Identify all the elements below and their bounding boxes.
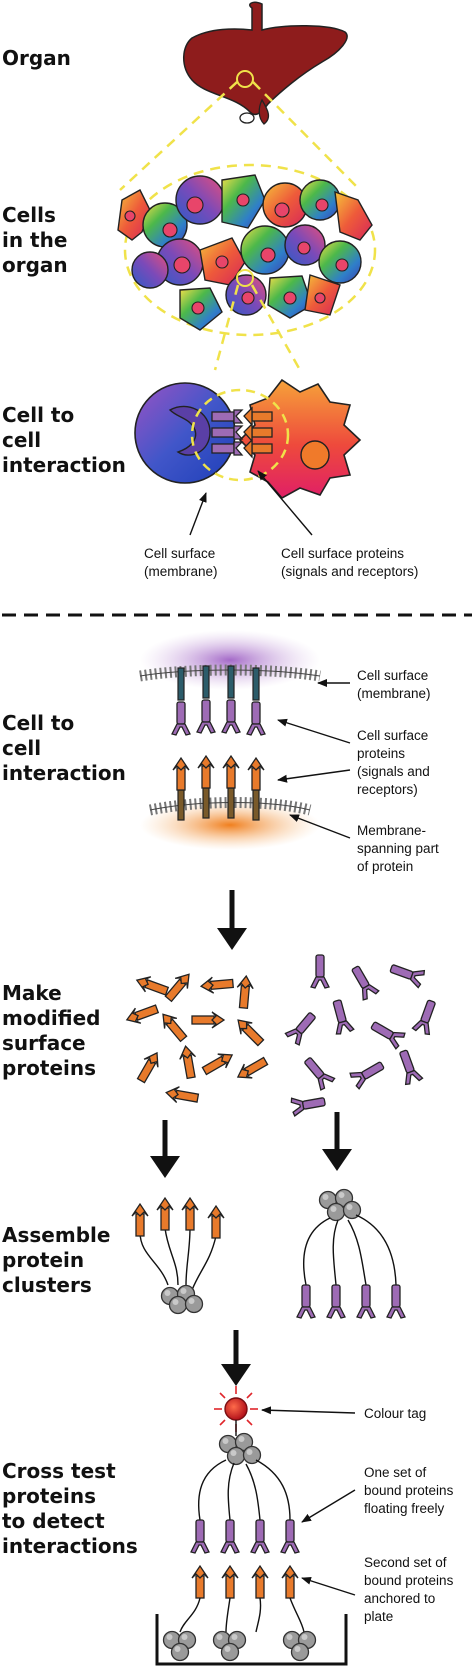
cell-interaction-illustration [134,378,362,536]
callout-detail-proteins: Cell surface proteins (signals and recep… [357,728,430,797]
callout-anchored-line-1: Second set of [364,1555,447,1570]
callout-detail-membrane: Cell surface (membrane) [357,668,431,701]
callout-colour-tag: Colour tag [364,1406,426,1421]
callout-floating-line-1: One set of [364,1465,427,1480]
heading-cross-test: Cross test proteins to detect interactio… [2,1459,138,1558]
heading-interaction-detail-line-1: Cell to [2,711,74,735]
heading-make-proteins: Make modified surface proteins [2,981,100,1080]
flow-arrow-2 [221,1330,251,1386]
callout-detail-proteins-line-3: (signals and [357,764,430,779]
organ-liver-illustration [119,1,361,191]
callout-top-proteins-line-1: Cell surface proteins [281,546,404,561]
heading-cells-in-organ: Cells in the organ [2,203,68,277]
callout-top-membrane-line-1: Cell surface [144,546,215,561]
plate [155,1614,348,1666]
heading-cross-line-3: to detect [2,1509,105,1533]
heading-interaction-top-line-1: Cell to [2,403,74,427]
callout-floating: One set of bound proteins floating freel… [364,1465,454,1516]
heading-assemble-clusters: Assemble protein clusters [2,1223,110,1297]
heading-assemble-line-2: protein [2,1248,84,1272]
heading-assemble-line-3: clusters [2,1273,92,1297]
heading-organ-line: Organ [2,46,71,70]
callout-detail-proteins-line-4: receptors) [357,782,418,797]
membrane-detail-illustration [139,630,351,850]
heading-make-line-2: modified [2,1006,100,1030]
callout-detail-proteins-line-2: proteins [357,746,405,761]
heading-cells-line-1: Cells [2,203,56,227]
callout-detail-membrane-line-1: Cell surface [357,668,428,683]
receptor-protein-cluster [296,1188,406,1319]
callout-spanning-line-1: Membrane- [357,823,426,838]
scattered-signal-proteins [123,968,271,1107]
callout-top-membrane: Cell surface (membrane) [144,546,218,579]
callout-detail-proteins-line-1: Cell surface [357,728,428,743]
callout-spanning-line-3: of protein [357,859,413,874]
scattered-receptor-proteins [284,954,441,1117]
heading-assemble-line-1: Assemble [2,1223,110,1247]
callout-detail-membrane-line-2: (membrane) [357,686,431,701]
flow-arrow-1 [217,890,247,950]
heading-make-line-4: proteins [2,1056,96,1080]
heading-make-line-3: surface [2,1031,86,1055]
callout-floating-line-2: bound proteins [364,1483,454,1498]
callout-top-proteins-line-2: (signals and receptors) [281,564,418,579]
callout-colour-tag-line: Colour tag [364,1406,426,1421]
heading-cross-line-4: interactions [2,1534,138,1558]
heading-organ: Organ [2,46,71,70]
callout-top-membrane-line-2: (membrane) [144,564,218,579]
callout-floating-line-3: floating freely [364,1501,445,1516]
heading-cross-line-1: Cross test [2,1459,116,1483]
signal-protein-cluster [131,1197,225,1315]
callout-top-proteins: Cell surface proteins (signals and recep… [281,546,418,579]
callout-anchored: Second set of bound proteins anchored to… [364,1555,454,1624]
callout-anchored-line-4: plate [364,1609,393,1624]
callout-spanning-line-2: spanning part [357,841,439,856]
heading-interaction-top: Cell to cell interaction [2,403,126,477]
heading-interaction-detail-line-3: interaction [2,761,126,785]
heading-interaction-detail: Cell to cell interaction [2,711,126,785]
flow-arrow-right [322,1112,352,1171]
heading-make-line-1: Make [2,981,62,1005]
heading-interaction-top-line-2: cell [2,428,41,452]
heading-interaction-top-line-3: interaction [2,453,126,477]
heading-interaction-detail-line-2: cell [2,736,41,760]
heading-cross-line-2: proteins [2,1484,96,1508]
cells-cluster-illustration [117,163,377,371]
cross-test-illustration [155,1386,356,1666]
callout-spanning: Membrane- spanning part of protein [357,823,439,874]
flow-arrow-left [150,1120,180,1178]
heading-cells-line-3: organ [2,253,68,277]
heading-cells-line-2: in the [2,228,67,252]
callout-anchored-line-2: bound proteins [364,1573,454,1588]
callout-anchored-line-3: anchored to [364,1591,435,1606]
